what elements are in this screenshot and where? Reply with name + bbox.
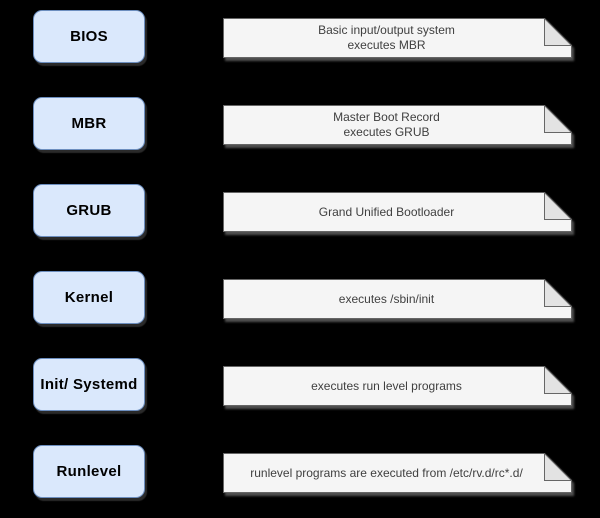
stage-label-bios: BIOS — [70, 28, 108, 45]
stage-box-grub: GRUB — [33, 184, 145, 237]
stage-box-kernel: Kernel — [33, 271, 145, 324]
note-folded-corner-icon — [223, 105, 572, 145]
note-line: executes run level programs — [311, 378, 462, 393]
note-line: Grand Unified Bootloader — [318, 204, 455, 219]
stage-box-runlevel: Runlevel — [33, 445, 145, 498]
diagram-row-kernel: Kernel executes /sbin/init — [0, 271, 600, 324]
stage-label-grub: GRUB — [66, 202, 112, 219]
note-grub: Grand Unified Bootloader — [223, 192, 572, 232]
note-folded-corner-icon — [223, 192, 572, 232]
note-folded-corner-icon — [223, 453, 572, 493]
diagram-row-grub: GRUB Grand Unified Bootloader — [0, 184, 600, 237]
note-text-init-systemd: executes run level programs — [231, 366, 542, 406]
stage-label-kernel: Kernel — [64, 289, 114, 306]
note-line: Master Boot Record — [333, 110, 440, 124]
note-folded-corner-icon — [223, 279, 572, 319]
note-runlevel: runlevel programs are executed from /etc… — [223, 453, 572, 493]
stage-box-mbr: MBR — [33, 97, 145, 150]
diagram-row-runlevel: Runlevel runlevel programs are executed … — [0, 445, 600, 498]
stage-label-init-systemd: Init/ Systemd — [40, 376, 138, 393]
note-folded-corner-icon — [223, 366, 572, 406]
note-line: executes MBR — [347, 38, 426, 52]
note-text-kernel: executes /sbin/init — [231, 279, 542, 319]
note-line: executes GRUB — [343, 125, 430, 139]
note-folded-corner-icon — [223, 18, 572, 58]
diagram-row-bios: BIOS Basic input/output system executes … — [0, 10, 600, 63]
stage-box-init-systemd: Init/ Systemd — [33, 358, 145, 411]
note-text-mbr: Master Boot Record executes GRUB — [231, 105, 542, 145]
note-init-systemd: executes run level programs — [223, 366, 572, 406]
note-line: Basic input/output system — [318, 23, 455, 37]
note-text-bios: Basic input/output system executes MBR — [231, 18, 542, 58]
diagram-row-mbr: MBR Master Boot Record executes GRUB — [0, 97, 600, 150]
stage-box-bios: BIOS — [33, 10, 145, 63]
note-kernel: executes /sbin/init — [223, 279, 572, 319]
note-line: executes /sbin/init — [338, 291, 435, 306]
note-text-runlevel: runlevel programs are executed from /etc… — [231, 453, 542, 493]
note-text-grub: Grand Unified Bootloader — [231, 192, 542, 232]
stage-label-mbr: MBR — [71, 115, 107, 132]
note-line: runlevel programs are executed from /etc… — [250, 465, 523, 480]
note-bios: Basic input/output system executes MBR — [223, 18, 572, 58]
diagram-row-init-systemd: Init/ Systemd executes run level program… — [0, 358, 600, 411]
note-mbr: Master Boot Record executes GRUB — [223, 105, 572, 145]
stage-label-runlevel: Runlevel — [56, 463, 122, 480]
